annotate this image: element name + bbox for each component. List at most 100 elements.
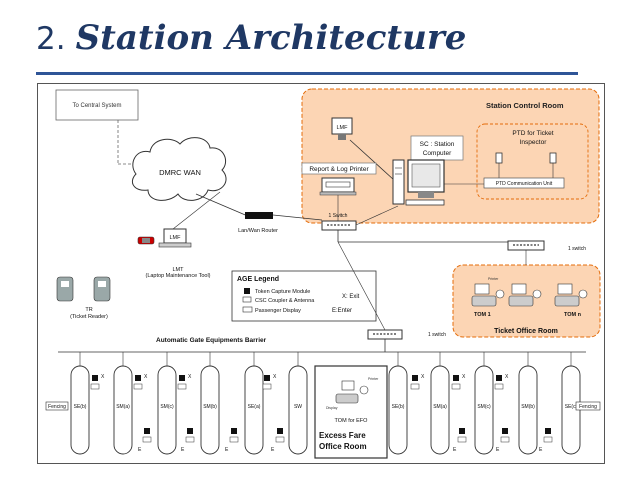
age-legend: AGE Legend Token Capture Module CSC Coup… bbox=[231, 270, 377, 322]
gate-label: SM(a) bbox=[433, 404, 447, 410]
svg-text:Inspector: Inspector bbox=[520, 139, 548, 146]
legend-title: AGE Legend bbox=[237, 276, 279, 283]
svg-text:(Ticket Reader): (Ticket Reader) bbox=[70, 314, 108, 320]
gate-label: SM(c) bbox=[477, 404, 491, 410]
enter-marker: E bbox=[271, 428, 285, 453]
gate-label: SE(c) bbox=[565, 404, 578, 410]
report-log-printer: Report & Log Printer bbox=[301, 162, 377, 196]
exit-marker: X bbox=[133, 374, 148, 390]
svg-text:Computer: Computer bbox=[423, 150, 452, 157]
svg-text:PTD Communication Unit: PTD Communication Unit bbox=[496, 181, 553, 187]
svg-text:1 switch: 1 switch bbox=[428, 332, 446, 338]
svg-text:Printer: Printer bbox=[368, 377, 379, 381]
to-central-label: To Central System bbox=[72, 103, 121, 109]
svg-text:E: E bbox=[138, 447, 142, 453]
dmrc-wan-cloud: DMRC WAN bbox=[132, 137, 227, 201]
dmrc-wan-label: DMRC WAN bbox=[159, 168, 201, 177]
svg-text:Display: Display bbox=[326, 406, 338, 410]
tom-n-station bbox=[554, 283, 588, 307]
architecture-diagram: To Central System Station Control Room L… bbox=[45, 88, 601, 459]
exit-marker: X bbox=[262, 374, 277, 390]
svg-text:Excess Fare: Excess Fare bbox=[319, 431, 366, 440]
gate-4: SM(b) bbox=[200, 352, 220, 455]
enter-marker: E bbox=[138, 428, 152, 453]
svg-text:(Laptop Maintenance Tool): (Laptop Maintenance Tool) bbox=[145, 273, 210, 279]
gate-6: SW bbox=[288, 352, 308, 455]
svg-text:X: X bbox=[421, 374, 425, 380]
svg-text:TOM 1: TOM 1 bbox=[474, 312, 491, 318]
svg-text:Report & Log Printer: Report & Log Printer bbox=[309, 166, 369, 173]
svg-text:X: X bbox=[462, 374, 466, 380]
exit-marker: X bbox=[90, 374, 105, 390]
svg-text:PTD for Ticket: PTD for Ticket bbox=[512, 130, 553, 137]
svg-text:LMF: LMF bbox=[337, 125, 349, 131]
svg-text:Office Room: Office Room bbox=[319, 442, 367, 451]
gate-label: SE(b) bbox=[74, 404, 87, 410]
svg-text:X: X bbox=[144, 374, 148, 380]
ticket-office-room: Ticket Office Room TOM 1 TOM n Printer bbox=[452, 264, 601, 338]
svg-text:TOM n: TOM n bbox=[564, 312, 582, 318]
tom-2-station bbox=[508, 283, 542, 307]
svg-text:Lan/Wan Router: Lan/Wan Router bbox=[238, 228, 278, 234]
svg-text:Fencing: Fencing bbox=[579, 404, 597, 410]
legend-item-coupler: CSC Coupler & Antenna bbox=[255, 298, 315, 304]
exit-marker: X bbox=[410, 374, 425, 390]
gate-label: SE(b) bbox=[392, 404, 405, 410]
age-switch: 1 switch bbox=[367, 329, 446, 340]
gate-label: SE(a) bbox=[248, 404, 261, 410]
tom-efo-label: TOM for EFO bbox=[335, 418, 369, 424]
lmt-laptop: LMF LMT (Laptop Maintenance Tool) bbox=[145, 228, 211, 279]
to-central-system-box: To Central System bbox=[55, 89, 139, 121]
portable-reader-icon bbox=[137, 236, 155, 245]
svg-text:LMF: LMF bbox=[170, 235, 182, 241]
lmf-top-monitor: LMF bbox=[331, 117, 353, 140]
svg-text:E: E bbox=[453, 447, 457, 453]
slide-number: 2. bbox=[36, 21, 66, 57]
enter-marker: E bbox=[181, 428, 195, 453]
svg-text:LMT: LMT bbox=[173, 267, 185, 273]
gate-2: SM(a) bbox=[113, 352, 133, 455]
gate-label: SW bbox=[294, 404, 302, 410]
svg-text:E: E bbox=[271, 447, 275, 453]
enter-marker: E bbox=[539, 428, 553, 453]
svg-text:Fencing: Fencing bbox=[48, 404, 66, 410]
gate-1: SE(b) bbox=[70, 352, 90, 455]
gate-9: SM(c) bbox=[474, 352, 494, 455]
slide-heading: Station Architecture bbox=[75, 18, 467, 58]
lan-wan-router: Lan/Wan Router bbox=[238, 212, 278, 234]
gate-label: SM(b) bbox=[521, 404, 535, 410]
title-underline bbox=[36, 72, 578, 75]
svg-text:SC : Station: SC : Station bbox=[420, 141, 455, 148]
gate-3: SM(c) bbox=[157, 352, 177, 455]
agb-label: Automatic Gate Equipments Barrier bbox=[156, 337, 267, 344]
excess-fare-office: Printer Display TOM for EFO Excess Fare … bbox=[314, 365, 388, 459]
svg-text:Printer: Printer bbox=[488, 277, 499, 281]
gate-label: SM(b) bbox=[203, 404, 217, 410]
tom-1-station bbox=[471, 283, 505, 307]
svg-text:Ticket Office Room: Ticket Office Room bbox=[494, 328, 558, 335]
exit-marker: X bbox=[451, 374, 466, 390]
svg-text:TR: TR bbox=[85, 307, 92, 313]
fencing-right: Fencing bbox=[575, 401, 601, 411]
gate-10: SM(b) bbox=[518, 352, 538, 455]
legend-item-display: Passenger Display bbox=[255, 308, 301, 314]
svg-text:E: E bbox=[181, 447, 185, 453]
exit-marker: X bbox=[177, 374, 192, 390]
svg-text:E: E bbox=[225, 447, 229, 453]
legend-enter: E:Enter bbox=[332, 308, 352, 314]
gate-5: SE(a) bbox=[244, 352, 264, 455]
enter-marker: E bbox=[453, 428, 467, 453]
gate-label: SM(a) bbox=[116, 404, 130, 410]
slide-title: 2. Station Architecture bbox=[36, 18, 466, 74]
fencing-left: Fencing bbox=[45, 401, 69, 411]
gate-8: SM(a) bbox=[430, 352, 450, 455]
enter-marker: E bbox=[225, 428, 239, 453]
station-control-room-label: Station Control Room bbox=[486, 101, 564, 110]
ptd-inspector-box: PTD for Ticket Inspector PTD Communicati… bbox=[476, 123, 589, 200]
station-computer: SC : Station Computer bbox=[392, 135, 464, 206]
svg-text:X: X bbox=[101, 374, 105, 380]
exit-marker: X bbox=[494, 374, 509, 390]
enter-marker: E bbox=[496, 428, 510, 453]
ticket-readers: TR (Ticket Reader) bbox=[56, 276, 111, 320]
svg-text:X: X bbox=[505, 374, 509, 380]
